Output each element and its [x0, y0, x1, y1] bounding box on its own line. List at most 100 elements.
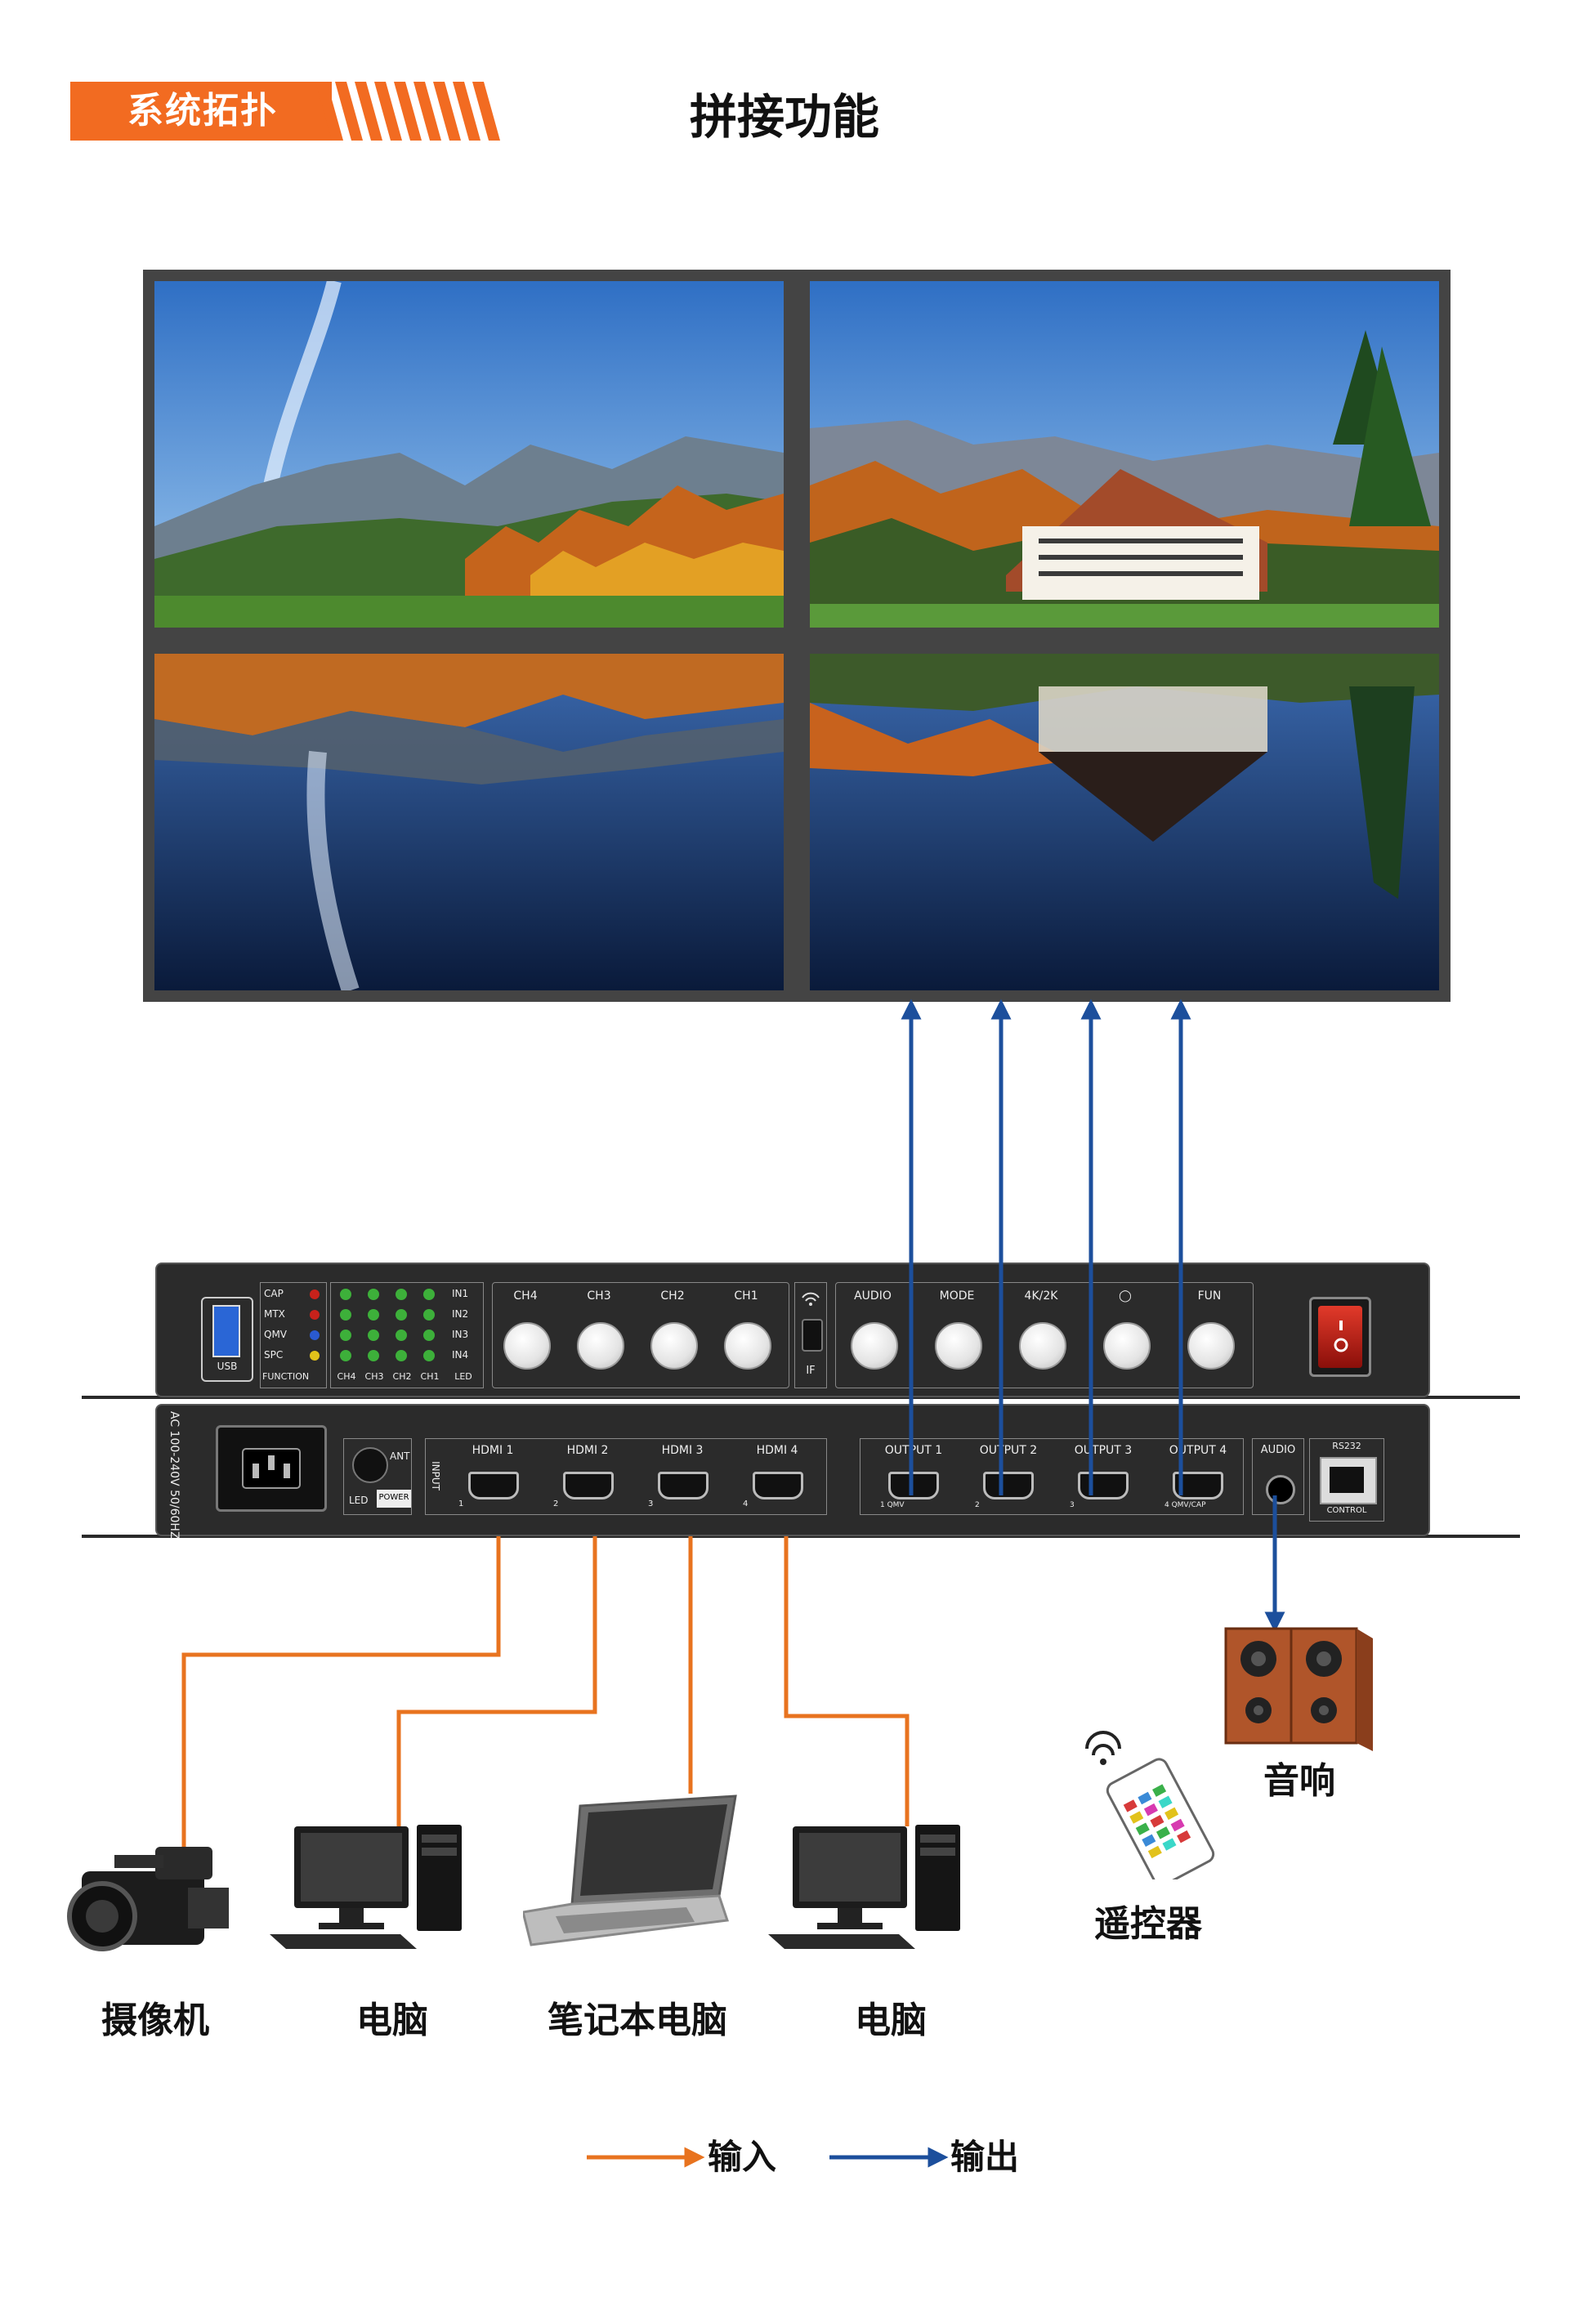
function-row-mtx: MTX — [264, 1308, 285, 1320]
output-1-sub: 1 QMV — [880, 1501, 905, 1509]
hdmi-output-3[interactable] — [1078, 1472, 1129, 1499]
desktop-computer-icon-2 — [768, 1825, 960, 1949]
output-lines — [901, 999, 1285, 1633]
mode-button-label: MODE — [939, 1289, 975, 1303]
legend-output-label: 输出 — [950, 2137, 1020, 2177]
audio-button[interactable] — [851, 1322, 898, 1370]
mount-bracket-back — [82, 1535, 1520, 1538]
hdmi-input-3-number: 3 — [648, 1499, 654, 1508]
speaker-icon — [1224, 1627, 1373, 1751]
function-row-spc: SPC — [264, 1349, 284, 1361]
hdmi-input-1[interactable] — [468, 1472, 519, 1499]
video-wall — [143, 270, 1451, 1002]
page-title: 拼接功能 — [689, 89, 879, 145]
led-col-ch3: CH3 — [364, 1371, 384, 1382]
ch1-button[interactable] — [724, 1322, 771, 1370]
audio-label: AUDIO — [1260, 1444, 1296, 1456]
usb-label: USB — [217, 1361, 238, 1372]
input-lines — [181, 1536, 910, 1855]
rs232-label: RS232 — [1332, 1441, 1361, 1451]
matrix-led-block: IN1 IN2 IN3 IN4 CH4 CH3 CH2 CH1 LED — [330, 1282, 484, 1388]
usb-port[interactable]: USB — [201, 1297, 253, 1382]
section-tag-label: 系统拓扑 — [127, 90, 278, 132]
output-3-sub: 3 — [1070, 1501, 1075, 1509]
ch4-label: CH4 — [513, 1289, 538, 1303]
device-back-panel: AC 100-240V 50/60HZ ANT LED POWER INPUT … — [155, 1404, 1430, 1540]
led-col-ch1: CH1 — [420, 1371, 440, 1382]
power-rocker-switch[interactable] — [1309, 1297, 1371, 1377]
mode-button[interactable] — [935, 1322, 982, 1370]
hdmi-output-1[interactable] — [888, 1472, 939, 1499]
ac-power-inlet[interactable] — [216, 1425, 327, 1512]
power-label-tag: POWER — [377, 1490, 411, 1508]
ch4-button[interactable] — [503, 1322, 551, 1370]
section-tag: 系统拓扑 — [70, 82, 500, 141]
rj45-port[interactable] — [1320, 1457, 1377, 1504]
hdmi-input-3[interactable] — [658, 1472, 709, 1499]
control-button-group: AUDIO MODE 4K/2K ◯ FUN — [835, 1282, 1254, 1388]
function-label: FUNCTION — [262, 1371, 310, 1382]
ant-label: ANT — [390, 1450, 410, 1462]
antenna-led-block: ANT LED POWER — [343, 1438, 412, 1515]
rs232-block: RS232 CONTROL — [1309, 1438, 1384, 1522]
hdmi-3-label: HDMI 3 — [661, 1444, 704, 1457]
source-label-computer-2: 电脑 — [855, 2000, 927, 2041]
source-label-laptop: 笔记本电脑 — [548, 2000, 727, 2041]
device-front-panel: USB CAP MTX QMV SPC FUNCTION IN1 IN2 IN3… — [155, 1263, 1430, 1397]
ch2-label: CH2 — [660, 1289, 685, 1303]
hdmi-input-group: INPUT HDMI 1 HDMI 2 HDMI 3 HDMI 4 1 2 3 … — [425, 1438, 827, 1515]
audio-output-block: AUDIO — [1252, 1438, 1304, 1515]
hdmi-input-2[interactable] — [563, 1472, 614, 1499]
led-label: LED — [349, 1495, 369, 1506]
ch1-label: CH1 — [734, 1289, 758, 1303]
hdmi-input-4-number: 4 — [743, 1499, 749, 1508]
function-row-qmv: QMV — [264, 1329, 288, 1340]
input-row-2: IN2 — [452, 1308, 469, 1320]
ch2-button[interactable] — [650, 1322, 698, 1370]
wall-panel-bottom-left — [154, 654, 784, 990]
power-button-label: ◯ — [1119, 1289, 1132, 1303]
fun-button[interactable] — [1187, 1322, 1235, 1370]
camcorder-icon — [67, 1847, 229, 1951]
led-col-led: LED — [454, 1371, 472, 1382]
led-col-ch2: CH2 — [392, 1371, 412, 1382]
output-4-sub: 4 QMV/CAP — [1164, 1501, 1206, 1509]
output-1-label: OUTPUT 1 — [884, 1444, 943, 1457]
input-row-4: IN4 — [452, 1349, 469, 1361]
rocker-symbol-icon — [1334, 1321, 1348, 1352]
ch3-label: CH3 — [587, 1289, 611, 1303]
matrix-led-grid — [340, 1289, 435, 1361]
function-row-cap: CAP — [264, 1288, 284, 1299]
led-col-ch4: CH4 — [337, 1371, 356, 1382]
desktop-computer-icon — [270, 1825, 462, 1949]
wall-panel-top-left — [154, 281, 784, 628]
ir-label: IF — [806, 1365, 816, 1377]
remote-label: 遥控器 — [1094, 1903, 1202, 1945]
channel-button-group: CH4 CH3 CH2 CH1 — [492, 1282, 789, 1388]
function-led-block: CAP MTX QMV SPC FUNCTION — [260, 1282, 327, 1388]
output-2-sub: 2 — [975, 1501, 980, 1509]
antenna-connector[interactable] — [352, 1447, 388, 1483]
legend-input-label: 输入 — [708, 2137, 777, 2177]
resolution-button[interactable] — [1019, 1322, 1066, 1370]
ch3-button[interactable] — [577, 1322, 624, 1370]
output-3-label: OUTPUT 3 — [1074, 1444, 1133, 1457]
hdmi-input-4[interactable] — [753, 1472, 803, 1499]
hdmi-output-2[interactable] — [983, 1472, 1034, 1499]
input-row-1: IN1 — [452, 1288, 469, 1299]
source-label-computer-1: 电脑 — [356, 2000, 428, 2041]
iec-socket-icon — [242, 1448, 301, 1489]
mount-bracket-front — [82, 1396, 1520, 1399]
hdmi-2-label: HDMI 2 — [566, 1444, 609, 1457]
output-4-label: OUTPUT 4 — [1169, 1444, 1227, 1457]
hdmi-1-label: HDMI 1 — [472, 1444, 514, 1457]
laptop-icon — [523, 1794, 737, 1946]
input-line-4 — [784, 1536, 910, 1826]
resolution-button-label: 4K/2K — [1024, 1289, 1058, 1303]
source-label-camcorder: 摄像机 — [101, 2000, 209, 2041]
standby-button[interactable] — [1103, 1322, 1151, 1370]
input-line-2 — [396, 1536, 597, 1826]
audio-jack[interactable] — [1266, 1475, 1295, 1504]
stripe-decoration — [315, 82, 500, 141]
